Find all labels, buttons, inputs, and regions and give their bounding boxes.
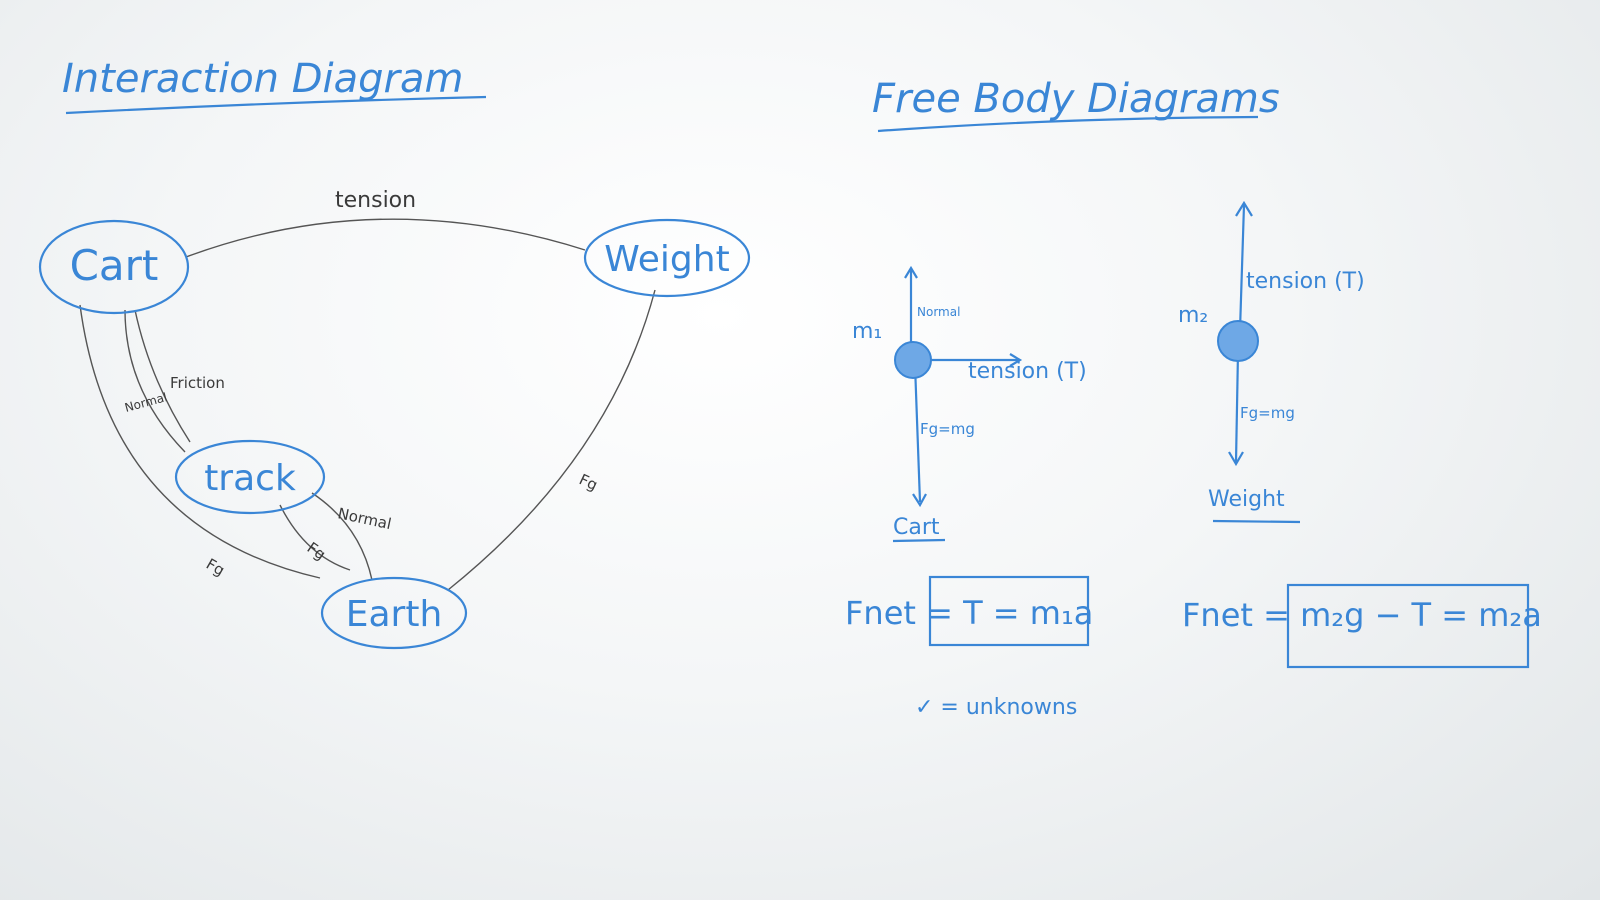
- cart-ellipse: [38, 219, 190, 315]
- edge-cart-track-friction: [134, 309, 191, 443]
- unknowns-legend: ✓ = unknowns: [915, 695, 1077, 720]
- cart-equation: Fnet = T = m₁a: [845, 594, 1093, 632]
- free-body-title: Free Body Diagrams: [872, 76, 1280, 122]
- edge-track-earth-fg: [279, 504, 351, 571]
- weight-tension-arrow: [1238, 204, 1246, 331]
- track-label: track: [204, 458, 296, 499]
- interaction-diagram-title: Interaction Diagram: [62, 56, 463, 102]
- cart-normal-arrowhead: [904, 265, 918, 279]
- weight-ellipse: [583, 218, 751, 298]
- label-weight-earth-fg: Fg: [576, 470, 600, 494]
- cart-mass-label: m₁: [852, 319, 882, 344]
- node-track: track: [174, 439, 326, 515]
- track-ellipse: [174, 439, 326, 515]
- weight-fbd-caption: Weight: [1208, 487, 1285, 512]
- edge-track-earth-normal: [311, 492, 373, 581]
- weight-fbd: m₂ tension (T) Fg=mg Weight: [1178, 200, 1365, 524]
- cart-tension-arrowhead: [1009, 353, 1023, 367]
- label-track-earth-fg: Fg: [304, 539, 329, 564]
- cart-gravity-arrow: [913, 364, 922, 503]
- cart-mass-dot: [894, 341, 932, 379]
- weight-tension-label: tension (T): [1246, 269, 1365, 294]
- cart-equation-group: Fnet = T = m₁a: [845, 575, 1093, 647]
- weight-tension-arrowhead: [1235, 200, 1253, 217]
- weight-equation-box: [1286, 583, 1530, 669]
- edge-cart-earth: [79, 304, 321, 579]
- cart-gravity-label: Fg=mg: [920, 420, 975, 438]
- cart-equation-box: [928, 575, 1090, 647]
- weight-mass-label: m₂: [1178, 303, 1208, 328]
- cart-label: Cart: [70, 241, 159, 290]
- earth-label: Earth: [346, 594, 443, 635]
- cart-fbd-caption: Cart: [893, 515, 940, 540]
- label-tension: tension: [335, 188, 416, 213]
- node-weight: Weight: [583, 218, 751, 298]
- cart-caption-underline: [892, 538, 946, 543]
- node-cart: Cart: [38, 219, 190, 315]
- weight-label: Weight: [604, 239, 729, 280]
- weight-mass-dot: [1217, 320, 1259, 362]
- label-cart-earth-fg: Fg: [203, 555, 228, 580]
- weight-caption-underline: [1212, 519, 1301, 524]
- cart-fbd: m₁ Normal tension (T) Fg=mg Cart: [852, 265, 1087, 543]
- label-friction: Friction: [170, 374, 225, 392]
- weight-equation: Fnet = m₂g − T = m₂a: [1182, 596, 1542, 634]
- earth-ellipse: [320, 576, 468, 650]
- free-body-title-underline: [877, 115, 1259, 133]
- edge-cart-track-normal: [124, 309, 186, 453]
- weight-gravity-arrowhead: [1228, 451, 1244, 467]
- cart-tension-label: tension (T): [968, 359, 1087, 384]
- label-cart-track-normal: Normal: [123, 390, 169, 415]
- cart-gravity-arrowhead: [912, 493, 927, 508]
- weight-gravity-arrow: [1234, 351, 1240, 463]
- edge-weight-earth: [447, 289, 656, 591]
- edge-cart-weight: [185, 218, 586, 258]
- cart-normal-label: Normal: [917, 305, 960, 319]
- interaction-title-underline: [65, 95, 487, 115]
- weight-equation-group: Fnet = m₂g − T = m₂a: [1182, 583, 1542, 669]
- node-earth: Earth: [320, 576, 468, 650]
- weight-gravity-label: Fg=mg: [1240, 404, 1295, 422]
- label-track-earth-normal: Normal: [336, 504, 393, 533]
